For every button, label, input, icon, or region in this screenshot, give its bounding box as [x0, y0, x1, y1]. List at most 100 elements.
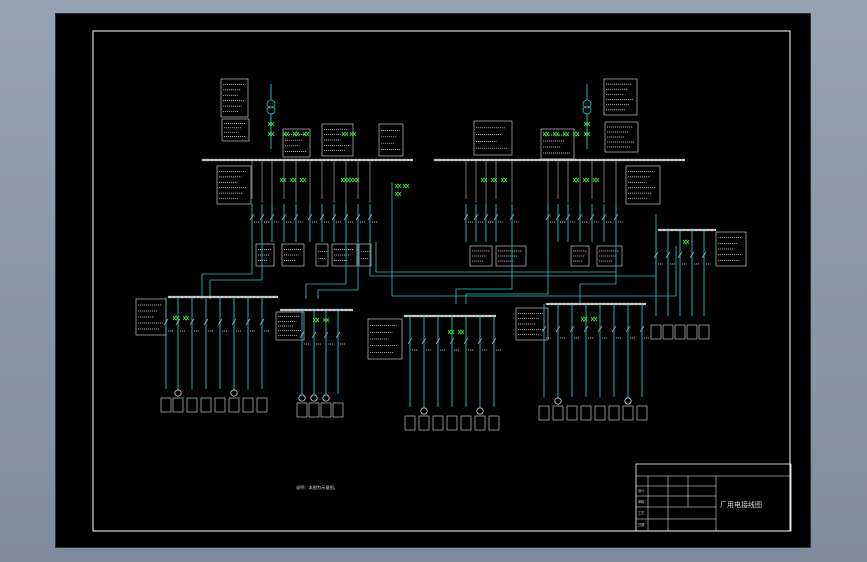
mcc-switch: [597, 325, 603, 333]
motor-symbol: [310, 394, 318, 402]
motor-symbol: [174, 389, 182, 397]
breaker-symbol: [580, 316, 588, 322]
title-row-review: 审核: [638, 499, 645, 504]
breaker-symbol: [289, 177, 297, 183]
mcc-switch: [323, 331, 329, 339]
transformer-winding: [266, 99, 276, 109]
breaker-symbol: [457, 329, 465, 335]
load-box: [320, 402, 332, 418]
spec-box: [378, 123, 404, 157]
disconnector: [493, 213, 499, 221]
mcc-switch: [625, 325, 631, 333]
spec-box: [220, 78, 249, 118]
mcc-switch: [189, 318, 195, 326]
mcc-switch: [175, 318, 181, 326]
spec-box: [282, 128, 311, 158]
cable-route: [305, 242, 347, 299]
disconnector: [577, 213, 583, 221]
motor-symbol: [322, 394, 330, 402]
mcc-switch: [231, 318, 237, 326]
breaker-symbol: [299, 177, 307, 183]
mcc-switch: [449, 337, 455, 345]
cable-route: [369, 214, 657, 277]
load-box: [160, 397, 172, 413]
load-box: [662, 324, 674, 340]
transformer-winding: [582, 105, 592, 115]
mcc-switch: [311, 331, 317, 339]
disconnector: [331, 213, 337, 221]
load-box: [296, 402, 308, 418]
mcc-switch: [611, 325, 617, 333]
breaker-symbol: [182, 315, 190, 321]
breaker-symbol: [302, 131, 310, 137]
load-box: [594, 405, 606, 421]
spec-box: [473, 120, 513, 156]
disconnector: [319, 213, 325, 221]
load-box: [686, 324, 698, 340]
mcc-switch: [701, 251, 707, 259]
drawing-frame: [92, 30, 791, 532]
breaker-symbol: [552, 131, 560, 137]
load-box: [538, 405, 550, 421]
mcc-switch: [217, 318, 223, 326]
spec-box: [331, 243, 358, 267]
load-box: [432, 415, 444, 431]
spec-box: [367, 318, 403, 360]
disconnector: [589, 213, 595, 221]
spec-box: [358, 243, 372, 267]
disconnector: [545, 213, 551, 221]
spec-box: [216, 165, 252, 205]
motor-symbol: [624, 397, 632, 405]
drawing-sheet[interactable]: 说明：本图为示意图。 设计 审核 工艺 日期 厂用电接线图: [56, 14, 810, 547]
spec-box: [221, 118, 250, 142]
breaker-symbol: [582, 177, 590, 183]
spec-box: [604, 121, 639, 153]
load-box: [404, 415, 416, 431]
spec-box: [596, 245, 623, 267]
spec-box: [625, 165, 661, 205]
transformer-winding: [582, 99, 592, 109]
load-box: [214, 397, 226, 413]
cable-route: [465, 242, 549, 304]
cable-route: [201, 242, 253, 299]
load-box: [488, 415, 500, 431]
breaker-symbol: [312, 317, 320, 323]
breaker-symbol: [682, 239, 690, 245]
disconnector: [483, 213, 489, 221]
spec-box: [570, 245, 590, 267]
cable-route: [317, 242, 359, 299]
spec-box: [275, 311, 305, 341]
spec-box: [321, 123, 354, 157]
title-block: 设计 审核 工艺 日期 厂用电接线图: [635, 463, 792, 532]
load-box: [566, 405, 578, 421]
breaker-symbol: [322, 317, 330, 323]
load-box: [228, 397, 240, 413]
mcc-switch: [583, 325, 589, 333]
breaker-symbol: [542, 131, 550, 137]
mcc-switch: [435, 337, 441, 345]
breaker-symbol: [292, 131, 300, 137]
disconnector: [355, 213, 361, 221]
breaker-symbol: [279, 177, 287, 183]
mcc-switch: [299, 331, 305, 339]
mcc-switch: [203, 318, 209, 326]
motor-symbol: [298, 394, 306, 402]
mcc-switch: [639, 325, 645, 333]
load-box: [256, 397, 268, 413]
breaker-symbol: [562, 131, 570, 137]
disconnector: [259, 213, 265, 221]
breaker-symbol: [583, 131, 591, 137]
load-box: [622, 405, 634, 421]
motor-symbol: [230, 389, 238, 397]
breaker-symbol: [349, 131, 357, 137]
disconnector: [293, 213, 299, 221]
load-box: [608, 405, 620, 421]
spec-box: [315, 243, 329, 267]
mcc-switch: [245, 318, 251, 326]
disconnector: [269, 213, 275, 221]
load-box: [674, 324, 686, 340]
disconnector: [509, 213, 515, 221]
disconnector: [565, 213, 571, 221]
single-line-diagram: 说明：本图为示意图。 设计 审核 工艺 日期 厂用电接线图: [92, 30, 792, 532]
